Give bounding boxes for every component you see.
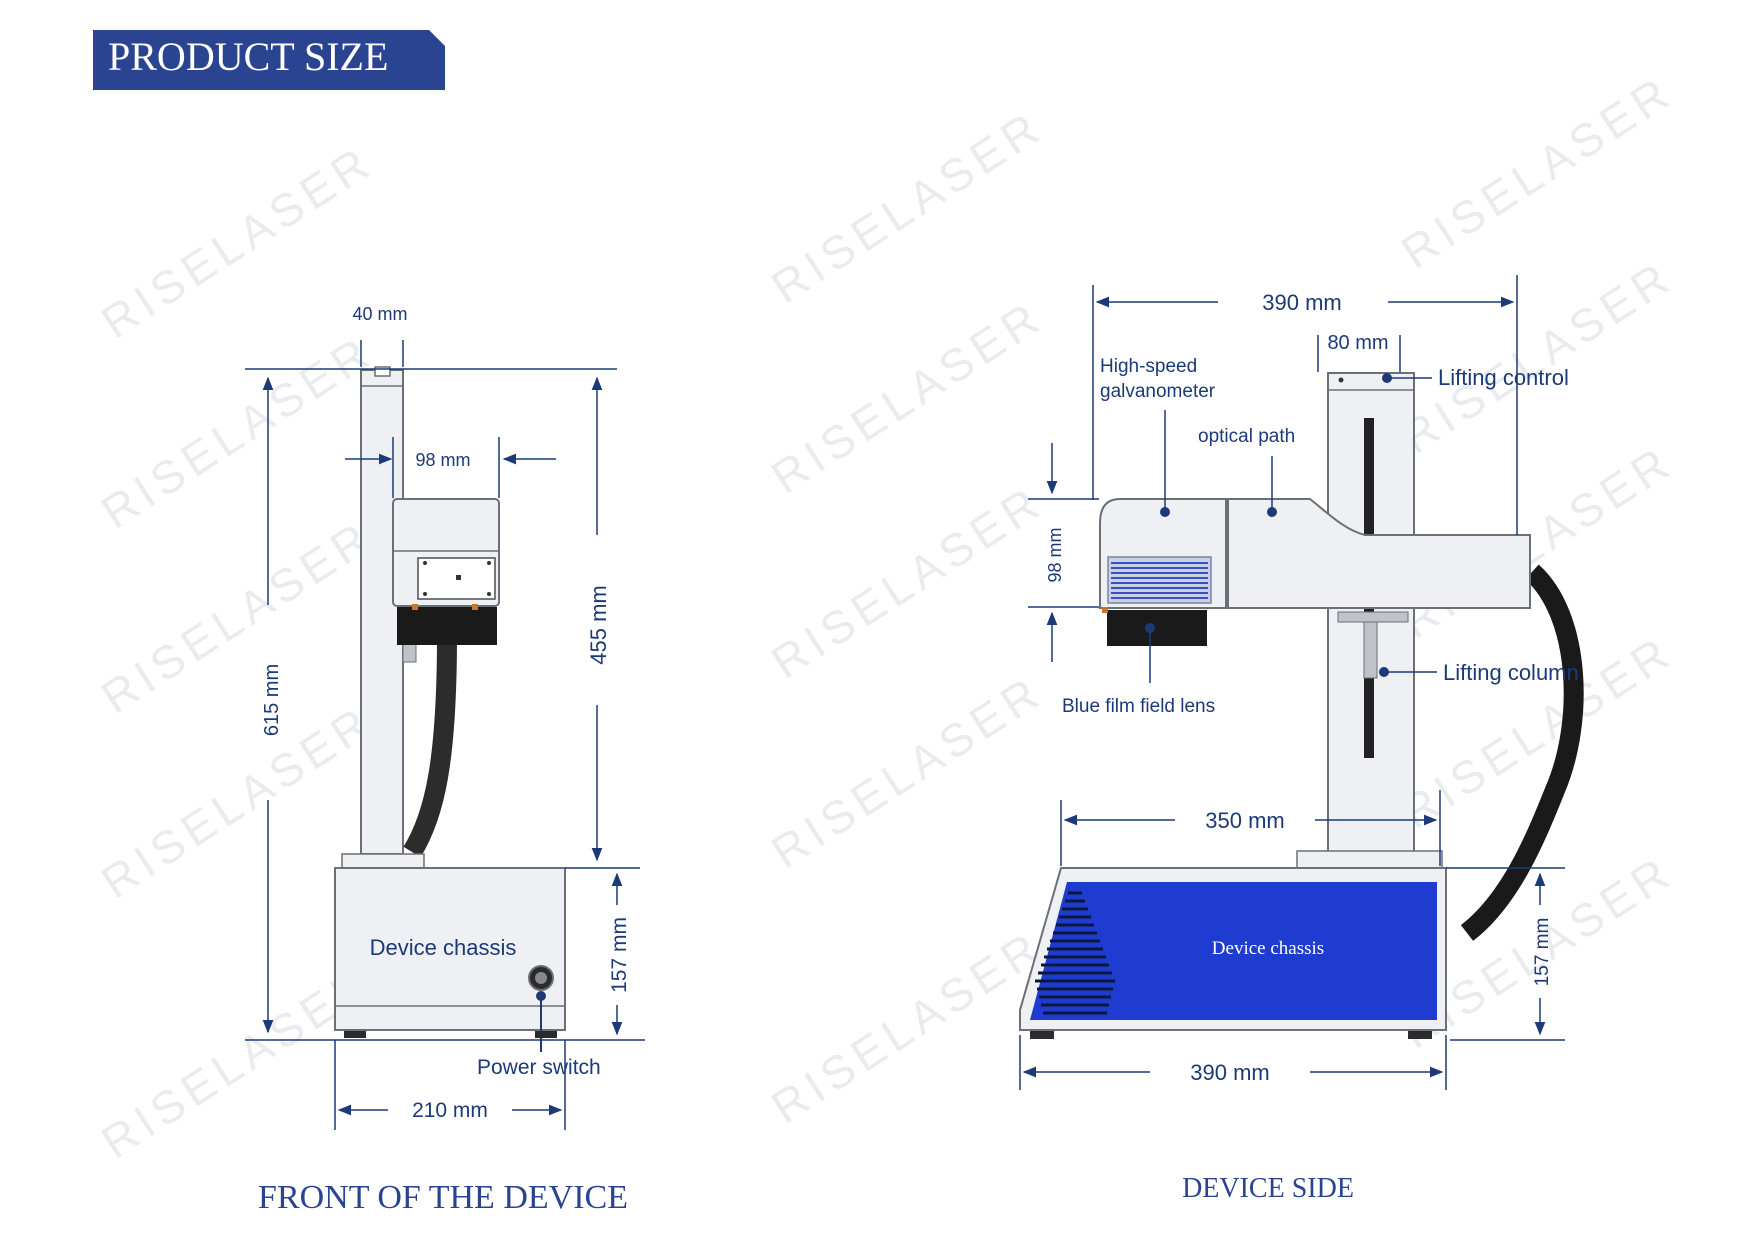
side-dim-column-width: 80 mm: [1327, 332, 1388, 354]
front-base-plate: [341, 853, 425, 869]
front-column-cap: [374, 366, 391, 377]
side-dim-head-height: 98 mm: [1045, 527, 1065, 582]
field-lens-label: Blue film field lens: [1062, 696, 1215, 717]
dim-top-width: 40 mm: [352, 304, 407, 324]
front-column: [360, 369, 404, 855]
front-field-lens: [397, 607, 497, 645]
watermark: RISELASER: [1392, 250, 1682, 464]
side-view-caption: DEVICE SIDE: [1182, 1173, 1354, 1204]
side-slider: [1337, 611, 1409, 623]
header-banner: PRODUCT SIZE: [93, 30, 445, 90]
galvanometer-window: [1107, 556, 1212, 604]
chassis-vent-grille: [1035, 891, 1115, 1015]
dim-chassis-height: 157 mm: [608, 917, 631, 993]
front-chassis-label: Device chassis: [370, 935, 517, 960]
side-chassis-label: Device chassis: [1212, 938, 1324, 959]
front-foot: [344, 1031, 366, 1038]
front-chassis: [334, 867, 566, 1031]
front-foot: [535, 1031, 557, 1038]
lifting-column-label: Lifting column: [1443, 660, 1579, 685]
watermark: RISELASER: [762, 920, 1052, 1134]
dim-base-width: 210 mm: [412, 1099, 488, 1122]
watermark: RISELASER: [762, 100, 1052, 314]
front-view-caption: FRONT OF THE DEVICE: [258, 1179, 628, 1216]
watermark: RISELASER: [762, 290, 1052, 504]
side-foot: [1030, 1031, 1054, 1039]
side-foot: [1408, 1031, 1432, 1039]
dim-total-height: 615 mm: [261, 664, 283, 736]
dim-column-height: 455 mm: [586, 585, 611, 664]
side-cable: [1460, 564, 1584, 941]
galvanometer-stripes: [1111, 562, 1208, 599]
side-view: Device chassis 390 mm 80 mm 98 mm 350 mm: [1019, 275, 1584, 1204]
page-title: PRODUCT SIZE: [108, 34, 388, 79]
side-chassis-panel: [1030, 882, 1437, 1020]
optical-path-label: optical path: [1198, 426, 1295, 447]
side-base-plate: [1296, 850, 1443, 869]
side-dim-chassis-height: 157 mm: [1532, 918, 1553, 987]
power-switch-label: Power switch: [477, 1056, 601, 1079]
side-dim-top-width: 390 mm: [1262, 290, 1341, 315]
lifting-control-label: Lifting control: [1438, 365, 1569, 390]
front-cable: [403, 634, 457, 858]
lifting-screw: [1363, 621, 1378, 679]
galvanometer-label-line1: High-speed: [1100, 356, 1197, 377]
watermark: RISELASER: [762, 475, 1052, 689]
side-dim-base-width: 390 mm: [1190, 1060, 1269, 1085]
side-dim-inner-width: 350 mm: [1205, 808, 1284, 833]
dim-head-width: 98 mm: [415, 450, 470, 470]
watermark: RISELASER: [1392, 625, 1682, 839]
side-field-lens: [1107, 610, 1207, 646]
front-view: Device chassis Power switch 615 mm 455 m…: [245, 304, 645, 1216]
watermark: RISELASER: [92, 135, 382, 349]
side-arm: [1227, 498, 1531, 609]
watermark: RISELASER: [1392, 65, 1682, 279]
watermark: RISELASER: [92, 510, 382, 724]
watermark: RISELASER: [762, 665, 1052, 879]
galvanometer-label-line2: galvanometer: [1100, 381, 1216, 402]
watermark: RISELASER: [92, 325, 382, 539]
